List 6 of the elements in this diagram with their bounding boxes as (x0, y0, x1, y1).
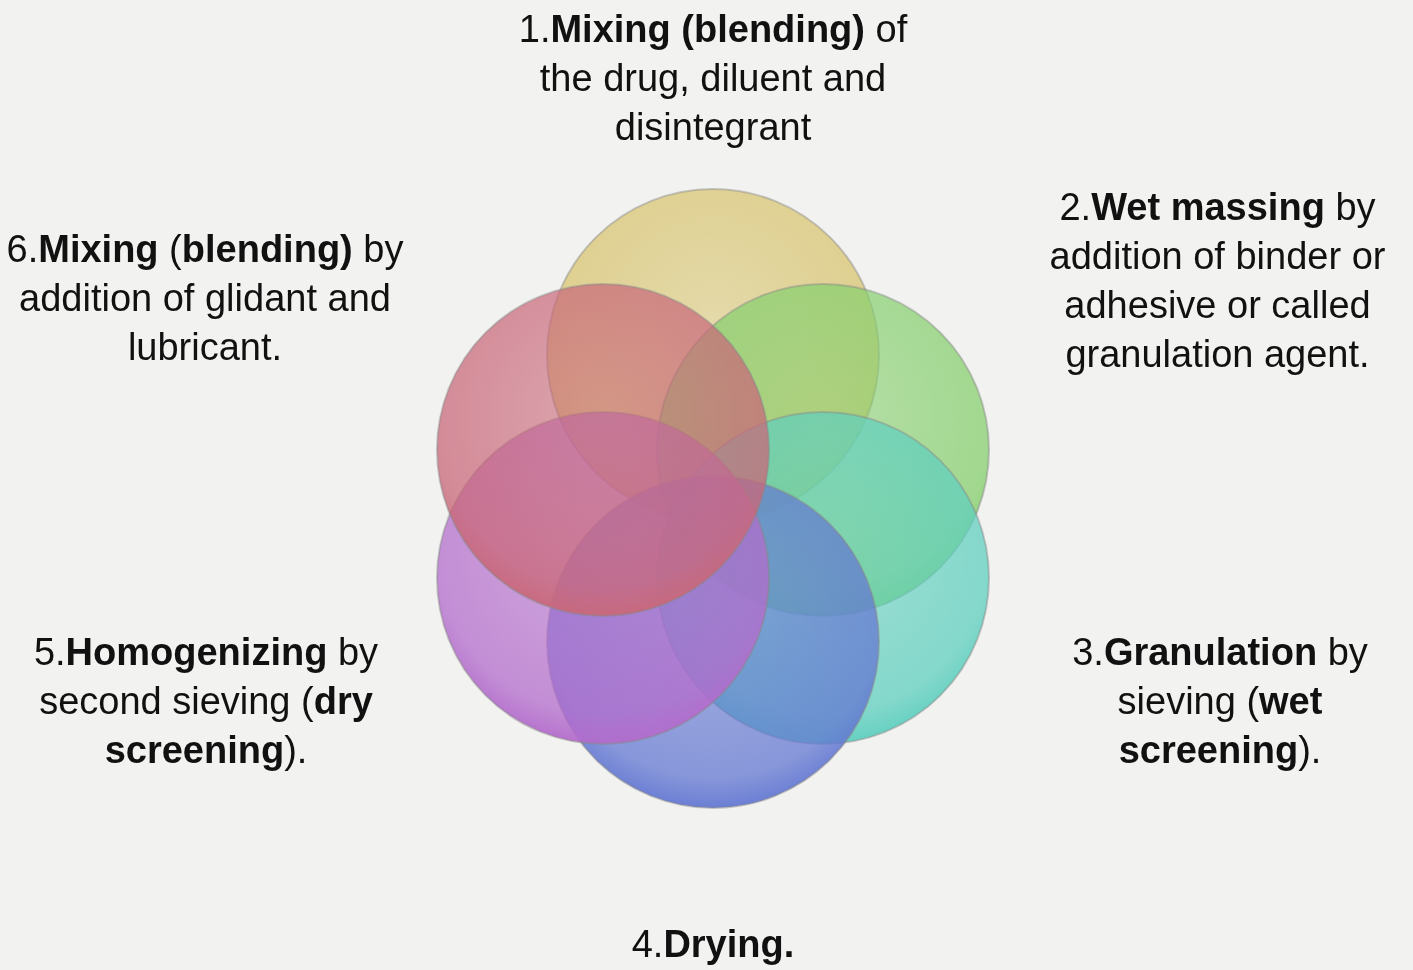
step-text: 5.Homogenizing by second sieving (dry screening). (32, 630, 380, 773)
step-text: 1.Mixing (blending) of the drug, diluent and disintegrant (517, 7, 909, 150)
step-text: 3.Granulation by sieving (wet screening). (1071, 630, 1369, 773)
step-text: 2.Wet massing by addition of binder or adhesive or called granulation agent. (1048, 185, 1387, 377)
step-text: 4.Drying. (630, 922, 796, 967)
step-text: 6.Mixing (blending) by addition of glidant and lubricant. (5, 227, 405, 370)
